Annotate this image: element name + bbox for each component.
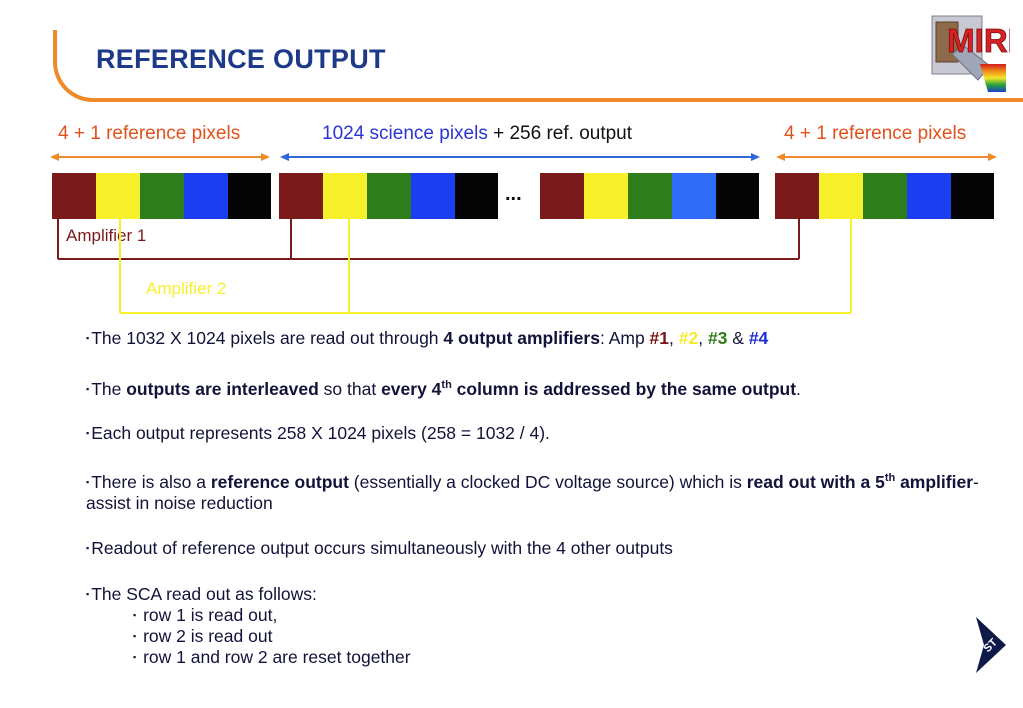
left-ref-count: 4 + 1 <box>58 123 101 144</box>
text: : Amp <box>599 328 650 348</box>
amp-3-ref: #3 <box>707 328 728 348</box>
bullet-marker: ▪ <box>86 476 90 487</box>
text: row 1 is read out, <box>143 605 278 625</box>
text: There is also a <box>91 471 211 492</box>
text-bold: 4 output amplifiers <box>443 328 600 348</box>
left-ref-arrow <box>50 153 270 161</box>
bullet-marker: ▪ <box>86 333 90 343</box>
text-bold: read out with a 5 <box>746 471 885 492</box>
text-bold: amplifier <box>895 471 974 492</box>
text: The 1032 X 1024 pixels are read out thro… <box>91 328 444 348</box>
sub-bullet: ▪ row 1 and row 2 are reset together <box>86 647 686 668</box>
text: row 2 is read out <box>143 626 273 646</box>
science-pixels-label: 1024 science pixels <box>322 123 488 144</box>
text: The SCA read out as follows: <box>91 584 317 604</box>
next-slide-icon[interactable]: ST <box>972 615 1008 675</box>
bullet-marker: ▪ <box>86 543 90 553</box>
amp-1-ref: #1 <box>649 328 670 348</box>
pixel-readout-diagram: 4 + 1 reference pixels 1024 science pixe… <box>50 123 997 314</box>
svg-text:MIRI: MIRI <box>947 22 1010 59</box>
bullet-marker: ▪ <box>133 631 137 641</box>
text: Each output represents 258 X 1024 pixels… <box>91 423 550 443</box>
bullet-marker: ▪ <box>133 610 137 620</box>
amplifier-2-connection <box>119 219 852 314</box>
pixel-group-science-start <box>279 173 498 219</box>
text-bold: every 4 <box>381 378 442 399</box>
text: row 1 and row 2 are reset together <box>143 647 411 667</box>
text: . <box>796 378 801 399</box>
bullet-marker: ▪ <box>86 589 90 599</box>
right-ref-count: 4 + 1 <box>784 123 827 144</box>
text-bold: outputs are interleaved <box>126 378 319 399</box>
text: The <box>91 378 127 399</box>
center-label: 1024 science pixels + 256 ref. output <box>322 123 633 144</box>
text: (essentially a clocked DC voltage source… <box>348 471 747 492</box>
amp-4-ref: #4 <box>748 328 769 348</box>
text: , <box>669 328 679 348</box>
amplifier-1-label: Amplifier 1 <box>66 226 146 245</box>
sub-bullet: ▪ row 1 is read out, <box>86 605 686 626</box>
amplifier-2-label: Amplifier 2 <box>146 279 226 298</box>
bullet-pixels-per-output: ▪Each output represents 258 X 1024 pixel… <box>86 423 550 444</box>
text: - assist in noise reduction <box>86 471 979 513</box>
text: & <box>727 328 749 348</box>
ref-output-label: + 256 ref. output <box>488 123 633 144</box>
bullet-simultaneous-readout: ▪Readout of reference output occurs simu… <box>86 538 673 559</box>
superscript: th <box>441 379 452 391</box>
bullet-marker: ▪ <box>86 383 90 394</box>
pixel-group-science-end <box>540 173 759 219</box>
bullet-sca-readout: ▪The SCA read out as follows: ▪ row 1 is… <box>86 584 686 668</box>
right-ref-text: reference pixels <box>827 123 966 144</box>
ellipsis: ... <box>505 183 522 205</box>
pixel-group-right-ref <box>775 173 994 219</box>
amp-2-ref: #2 <box>678 328 699 348</box>
right-ref-label: 4 + 1 reference pixels <box>784 123 966 144</box>
sub-bullet: ▪ row 2 is read out <box>86 626 686 647</box>
amplifier-1-connection <box>57 219 800 260</box>
miri-logo: MIRI <box>931 15 1010 92</box>
text-bold: column is addressed by the same output <box>451 378 797 399</box>
center-arrow <box>280 153 760 161</box>
text: so that <box>318 378 382 399</box>
superscript: th <box>884 472 896 484</box>
left-ref-label: 4 + 1 reference pixels <box>58 123 240 144</box>
bullet-marker: ▪ <box>133 652 137 662</box>
text-bold: reference output <box>210 471 349 492</box>
slide-title: REFERENCE OUTPUT <box>96 44 386 74</box>
bullet-output-amplifiers: ▪The 1032 X 1024 pixels are read out thr… <box>86 328 768 349</box>
bullet-marker: ▪ <box>86 428 90 438</box>
bullet-interleaved: ▪The outputs are interleaved so that eve… <box>86 375 801 400</box>
text: Readout of reference output occurs simul… <box>91 538 673 558</box>
text: , <box>698 328 708 348</box>
pixel-group-left-ref <box>52 173 271 219</box>
right-ref-arrow <box>776 153 997 161</box>
bullet-reference-output: ▪There is also a reference output (essen… <box>86 468 986 514</box>
title-frame-curve <box>53 30 1023 102</box>
left-ref-text: reference pixels <box>101 123 240 144</box>
